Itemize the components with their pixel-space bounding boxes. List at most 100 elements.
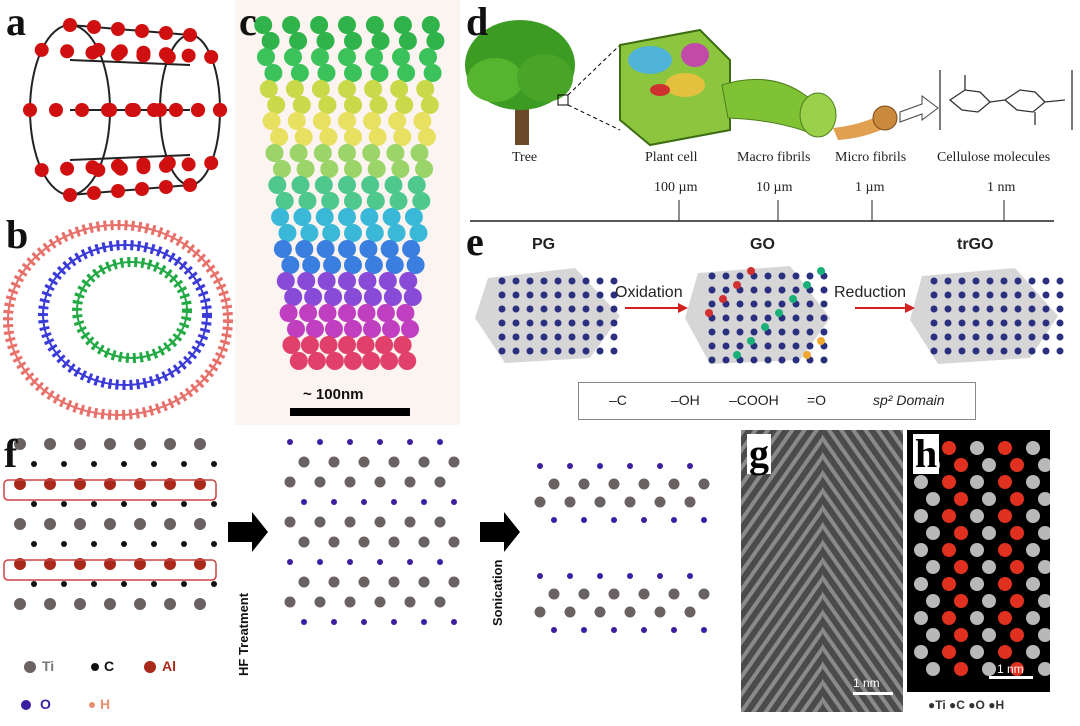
layer-atom (567, 463, 573, 469)
tower-sphere (344, 288, 362, 306)
graphene-atom (958, 291, 966, 299)
graphene-atom (554, 305, 562, 313)
ti-atom (104, 518, 116, 530)
model-atom (982, 492, 996, 506)
tower-sphere (254, 16, 273, 34)
c-atom (31, 581, 37, 587)
tower-sphere (306, 320, 324, 338)
carbon-atom (136, 157, 151, 172)
graphene-atom (568, 347, 576, 355)
tower-sphere (416, 80, 435, 98)
graphene-atom (1056, 277, 1064, 285)
tower-sphere (300, 224, 319, 242)
o-atom (317, 439, 323, 445)
functional-group (817, 267, 825, 275)
graphene-atom (806, 328, 814, 336)
model-atom (998, 543, 1012, 557)
model-atom (1038, 492, 1050, 506)
tower-sphere (344, 160, 362, 178)
graphene-atom (764, 356, 772, 364)
tower-sphere (406, 256, 425, 274)
tower-sphere (421, 16, 440, 34)
ti-atom (164, 518, 176, 530)
graphene-atom (540, 277, 548, 285)
graphene-atom (958, 319, 966, 327)
al-atom (134, 478, 146, 490)
c-atom (121, 501, 127, 507)
model-atom (1038, 628, 1050, 642)
al-atom (14, 478, 26, 490)
layer-atom (548, 478, 560, 490)
panel-label-a: a (6, 0, 26, 44)
tower-sphere (364, 80, 383, 98)
tower-sphere (259, 80, 278, 98)
graphene-atom (610, 291, 618, 299)
panel-label-f: f (4, 431, 18, 476)
o-atom (347, 559, 353, 565)
tower-sphere (284, 288, 303, 306)
c-atom (121, 541, 127, 547)
model-atom (942, 441, 956, 455)
graphene-atom (582, 319, 590, 327)
ti-atom (14, 438, 26, 450)
tower-sphere (375, 336, 394, 354)
graphene-atom (1000, 277, 1008, 285)
model-atom (998, 577, 1012, 591)
panel-label-d: d (466, 0, 489, 44)
c-atom (91, 581, 97, 587)
graphene-atom (568, 319, 576, 327)
graphene-atom (1028, 333, 1036, 341)
ti-atom (194, 518, 206, 530)
graphene-atom (820, 300, 828, 308)
layer-atom (594, 496, 606, 508)
layer-atom (701, 517, 707, 523)
c-atom (211, 501, 217, 507)
legend-al: Al (162, 658, 176, 674)
graphene-atom (596, 277, 604, 285)
ti-atom (74, 518, 86, 530)
layer-atom (687, 463, 693, 469)
tower-sphere (385, 256, 404, 274)
model-atom (998, 645, 1012, 659)
carbon-atom (159, 26, 173, 40)
graphene-atom (764, 342, 772, 350)
graphene-atom (958, 305, 966, 313)
o-atom (361, 499, 367, 505)
graphene-atom (498, 319, 506, 327)
graphene-atom (986, 333, 994, 341)
functional-group (789, 295, 797, 303)
tower-sphere (362, 144, 381, 162)
graphene-atom (778, 272, 786, 280)
tower-sphere (378, 272, 397, 290)
tower-sphere (356, 336, 375, 354)
graphene-atom (1042, 277, 1050, 285)
model-atom (942, 645, 956, 659)
graphene-atom (736, 300, 744, 308)
graphene-atom (1014, 277, 1022, 285)
carbon-atom (60, 161, 75, 176)
graphene-atom (568, 305, 576, 313)
model-atom (998, 509, 1012, 523)
ti-atom (358, 456, 370, 468)
tower-sphere (420, 96, 439, 114)
graphene-atom (708, 328, 716, 336)
stage-label-plant-cell: Plant cell (645, 150, 698, 165)
graphene-atom (1042, 333, 1050, 341)
layer-atom (564, 606, 576, 618)
graphene-atom (986, 319, 994, 327)
tower-sphere (387, 224, 406, 242)
model-atom (1026, 645, 1040, 659)
carbon-atom (101, 103, 115, 117)
graphene-atom (568, 291, 576, 299)
al-atom (14, 558, 26, 570)
o-atom (317, 559, 323, 565)
legend-ti: Ti (42, 658, 55, 674)
carbon-atom (135, 182, 149, 196)
al-atom (74, 558, 86, 570)
graphene-atom (722, 328, 730, 336)
graphene-atom (540, 333, 548, 341)
o-atom (377, 559, 383, 565)
carbon-atom (23, 103, 37, 117)
ti-atom (374, 516, 386, 528)
graphene-atom (1042, 319, 1050, 327)
